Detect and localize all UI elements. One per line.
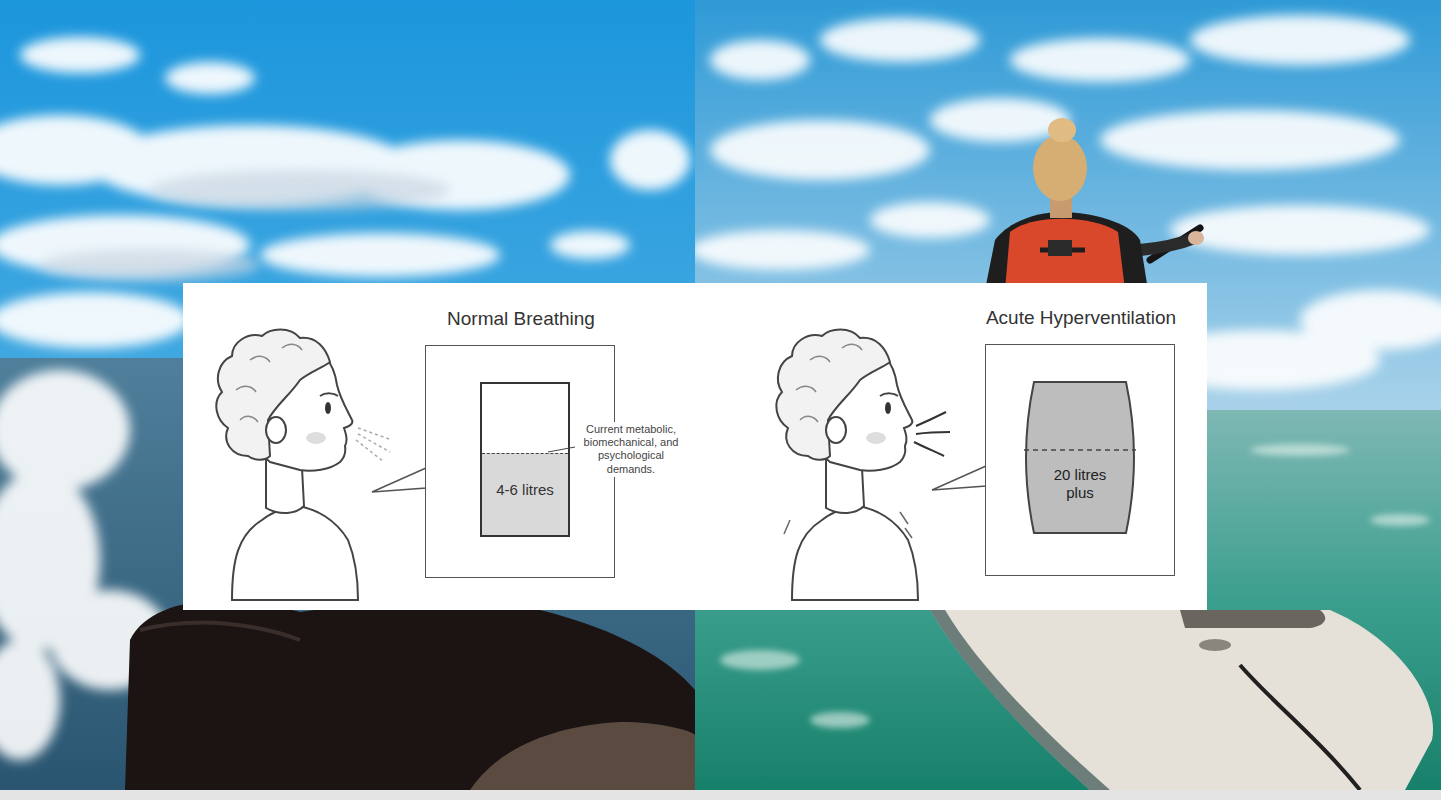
- right-photo-part-part: [1170, 205, 1430, 255]
- person-hyperventilating: [776, 330, 918, 601]
- barrel-shape: [1026, 382, 1134, 533]
- right-photo-part-part: [720, 650, 800, 670]
- barrel-volume: 20 litres plus: [1020, 380, 1140, 535]
- white-panel: [183, 283, 1207, 610]
- right-photo-part-part: [710, 120, 930, 180]
- right-photo-part-part: [1250, 444, 1350, 456]
- left-photo-part: [470, 722, 695, 790]
- rapid-breath-part: [914, 442, 944, 456]
- motion-marks-part: [784, 520, 790, 534]
- left-photo-part-part: [0, 292, 190, 348]
- right-photo-part-part: [930, 98, 1070, 142]
- right-photo-part: [1240, 665, 1360, 790]
- right-photo-part: [930, 610, 1110, 790]
- left-photo-part-part: [150, 170, 450, 210]
- speech-tail: [372, 468, 426, 492]
- right-photo-part-part: [1190, 15, 1410, 65]
- rapid-breath-part: [916, 412, 946, 426]
- left-photo-part: [140, 623, 300, 640]
- panel-heading: Normal Breathing: [396, 308, 646, 331]
- calm-breath-part: [358, 428, 392, 440]
- right-photo-part-part: [1010, 38, 1190, 82]
- left-photo-part: [125, 601, 695, 790]
- motion-marks-part: [900, 512, 908, 524]
- volume-box: 4-6 litres: [480, 382, 570, 537]
- right-photo-part-part: [695, 230, 870, 270]
- left-photo-part-part: [610, 130, 690, 190]
- photo-background-part: [0, 790, 1441, 800]
- right-photo-part: [1048, 240, 1072, 256]
- motion-marks: [784, 512, 912, 538]
- right-photo: [695, 0, 1441, 790]
- left-photo-part: [40, 170, 450, 281]
- right-photo-part: [1199, 639, 1231, 651]
- level-line: [482, 453, 568, 454]
- right-photo-part: [1140, 238, 1195, 250]
- volume-text: 4-6 litres: [484, 481, 566, 499]
- left-photo-part-part: [0, 640, 60, 760]
- right-photo-part: [930, 610, 1433, 790]
- right-photo-part-part: [710, 40, 810, 80]
- calm-breath-part: [356, 440, 384, 462]
- calm-breath-part: [358, 434, 390, 452]
- speech-box: Acute Hyperventilation20 litres plus: [985, 344, 1175, 576]
- right-photo-part: [1048, 118, 1076, 142]
- right-photo-part: [985, 212, 1148, 290]
- right-photo-part: [1033, 135, 1087, 201]
- right-photo-part: [1188, 231, 1204, 245]
- speech-tail: [932, 466, 986, 490]
- calm-breath: [356, 428, 392, 462]
- rapid-breath: [914, 412, 950, 456]
- left-photo-part-part: [260, 233, 500, 277]
- level-line: [1024, 449, 1136, 451]
- left-photo-part-part: [0, 370, 130, 490]
- person-normal: [216, 330, 358, 601]
- rapid-breath-part: [916, 432, 950, 434]
- motion-marks-part: [905, 528, 912, 538]
- right-photo-part: [1005, 219, 1125, 290]
- volume-text: 20 litres plus: [1040, 466, 1120, 502]
- right-photo-part: [1180, 610, 1325, 628]
- panel-heading: Acute Hyperventilation: [956, 307, 1206, 330]
- callout-note: Current metabolic, biomechanical, and ps…: [578, 422, 684, 477]
- left-photo-part-part: [40, 249, 260, 281]
- left-photo-part-part: [550, 231, 630, 259]
- right-photo-part-part: [1370, 514, 1430, 526]
- right-photo-part-part: [820, 18, 980, 62]
- right-photo-part-part: [1100, 110, 1400, 170]
- right-photo-part-part: [870, 202, 990, 238]
- left-photo-part-part: [20, 37, 140, 73]
- right-photo-part-part: [810, 712, 870, 728]
- left-photo-part-part: [165, 62, 255, 94]
- barrel-outline: [1020, 380, 1140, 535]
